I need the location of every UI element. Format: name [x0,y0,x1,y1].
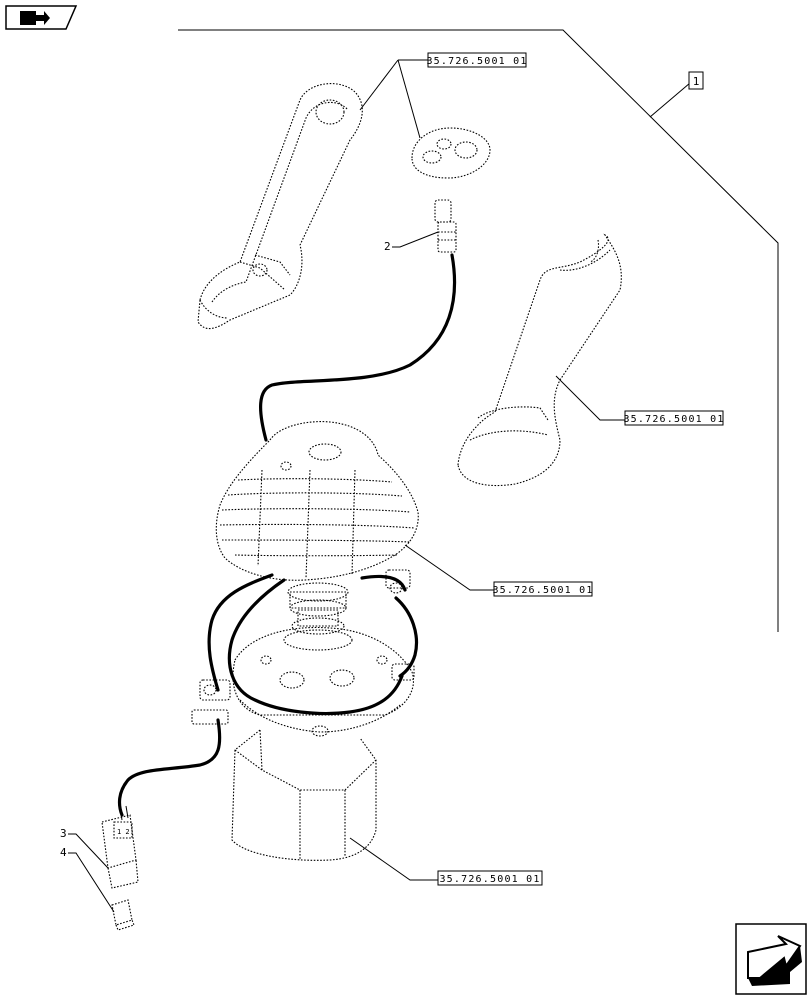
callout-item-3[interactable]: 3 [60,827,109,869]
callout-item-2-label: 2 [384,240,391,253]
joystick-housing-part [231,729,377,861]
switch-part-2 [434,199,457,253]
reference-box-bottom[interactable]: 35.726.5001 01 [437,870,543,886]
connector-part-3: 1 2 [101,805,139,889]
reference-box-right[interactable]: 35.726.5001 01 [623,410,724,426]
svg-text:1 2: 1 2 [117,828,130,836]
book-arrow-icon[interactable] [5,5,78,30]
group-frame-line [178,29,779,632]
cable-clips [191,569,415,725]
callout-item-4-label: 4 [60,846,67,859]
leader-top-ref [359,59,428,139]
terminal-part-4 [111,899,135,931]
callout-item-3-label: 3 [60,827,67,840]
joystick-grip-part [457,233,622,487]
switch-cable [259,253,457,442]
joystick-base-plate [232,626,414,737]
upper-arm-part [197,83,363,330]
callout-item-2[interactable]: 2 [384,231,439,253]
reference-middle-label: 35.726.5001 01 [492,585,593,596]
callout-group-1[interactable]: 1 [688,71,704,90]
leader-right-ref [555,375,625,421]
plate-part [411,127,491,179]
leader-bottom-ref [349,837,438,881]
callout-group-1-label: 1 [693,75,700,88]
reference-bottom-label: 35.726.5001 01 [439,874,540,885]
reference-box-middle[interactable]: 35.726.5001 01 [492,581,593,597]
reference-box-top[interactable]: 35.726.5001 01 [426,52,527,68]
leader-middle-ref [404,544,494,591]
callout-item-4[interactable]: 4 [60,846,115,913]
rubber-boot-part [215,421,419,581]
reference-top-label: 35.726.5001 01 [426,56,527,67]
wiring-harness [117,573,419,817]
joystick-shaft-part [283,582,353,651]
next-page-arrow-icon[interactable] [735,923,807,995]
reference-right-label: 35.726.5001 01 [623,414,724,425]
